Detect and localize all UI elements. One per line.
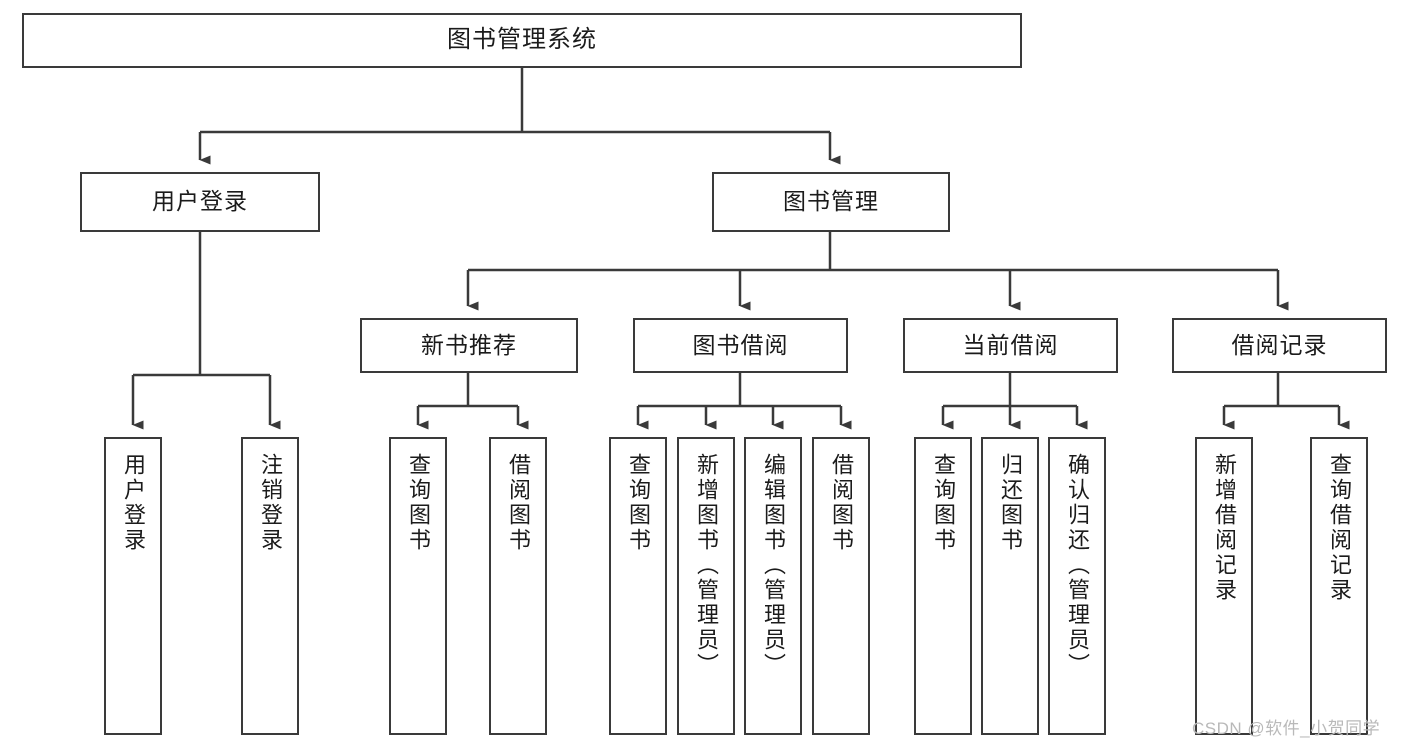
node-leaf-borrow-book-1[interactable]: 借阅图书 xyxy=(489,437,547,735)
node-book-borrow-label: 图书借阅 xyxy=(692,331,789,358)
node-leaf-query-book-3-label: 查询图书 xyxy=(930,453,956,553)
node-leaf-confirm-return-label: 确认归还（管理员） xyxy=(1064,453,1090,678)
node-book-borrow[interactable]: 图书借阅 xyxy=(633,318,848,373)
node-book-manage-label: 图书管理 xyxy=(783,188,879,215)
node-leaf-edit-book[interactable]: 编辑图书（管理员） xyxy=(744,437,802,735)
node-leaf-query-record-label: 查询借阅记录 xyxy=(1326,453,1352,603)
node-leaf-borrow-book-2[interactable]: 借阅图书 xyxy=(812,437,870,735)
node-current-borrow-label: 当前借阅 xyxy=(962,331,1059,358)
node-leaf-return-book-label: 归还图书 xyxy=(997,453,1023,553)
node-leaf-add-record-label: 新增借阅记录 xyxy=(1211,453,1237,603)
csdn-watermark: CSDN @软件_小贺同学 xyxy=(1192,719,1381,738)
node-leaf-confirm-return[interactable]: 确认归还（管理员） xyxy=(1048,437,1106,735)
node-leaf-borrow-book-1-label: 借阅图书 xyxy=(505,453,531,553)
node-borrow-record[interactable]: 借阅记录 xyxy=(1172,318,1387,373)
node-user-login[interactable]: 用户登录 xyxy=(80,172,320,232)
node-leaf-user-login[interactable]: 用户登录 xyxy=(104,437,162,735)
node-leaf-add-record[interactable]: 新增借阅记录 xyxy=(1195,437,1253,735)
node-new-book-rec-label: 新书推荐 xyxy=(421,331,517,358)
node-leaf-add-book-label: 新增图书（管理员） xyxy=(693,453,719,678)
node-current-borrow[interactable]: 当前借阅 xyxy=(903,318,1118,373)
node-leaf-borrow-book-2-label: 借阅图书 xyxy=(828,453,854,553)
node-leaf-query-record[interactable]: 查询借阅记录 xyxy=(1310,437,1368,735)
node-leaf-add-book[interactable]: 新增图书（管理员） xyxy=(677,437,735,735)
node-leaf-edit-book-label: 编辑图书（管理员） xyxy=(760,453,786,678)
node-leaf-logout[interactable]: 注销登录 xyxy=(241,437,299,735)
node-new-book-rec[interactable]: 新书推荐 xyxy=(360,318,578,373)
node-leaf-query-book-2[interactable]: 查询图书 xyxy=(609,437,667,735)
node-leaf-query-book-2-label: 查询图书 xyxy=(625,453,651,553)
node-leaf-query-book-3[interactable]: 查询图书 xyxy=(914,437,972,735)
node-root[interactable]: 图书管理系统 xyxy=(22,13,1022,68)
node-borrow-record-label: 借阅记录 xyxy=(1231,331,1328,358)
node-leaf-return-book[interactable]: 归还图书 xyxy=(981,437,1039,735)
node-leaf-query-book-1[interactable]: 查询图书 xyxy=(389,437,447,735)
node-root-label: 图书管理系统 xyxy=(447,26,597,54)
node-leaf-logout-label: 注销登录 xyxy=(257,453,283,553)
node-book-manage[interactable]: 图书管理 xyxy=(712,172,950,232)
node-leaf-user-login-label: 用户登录 xyxy=(120,453,146,553)
node-leaf-query-book-1-label: 查询图书 xyxy=(405,453,431,553)
node-user-login-label: 用户登录 xyxy=(152,188,248,215)
